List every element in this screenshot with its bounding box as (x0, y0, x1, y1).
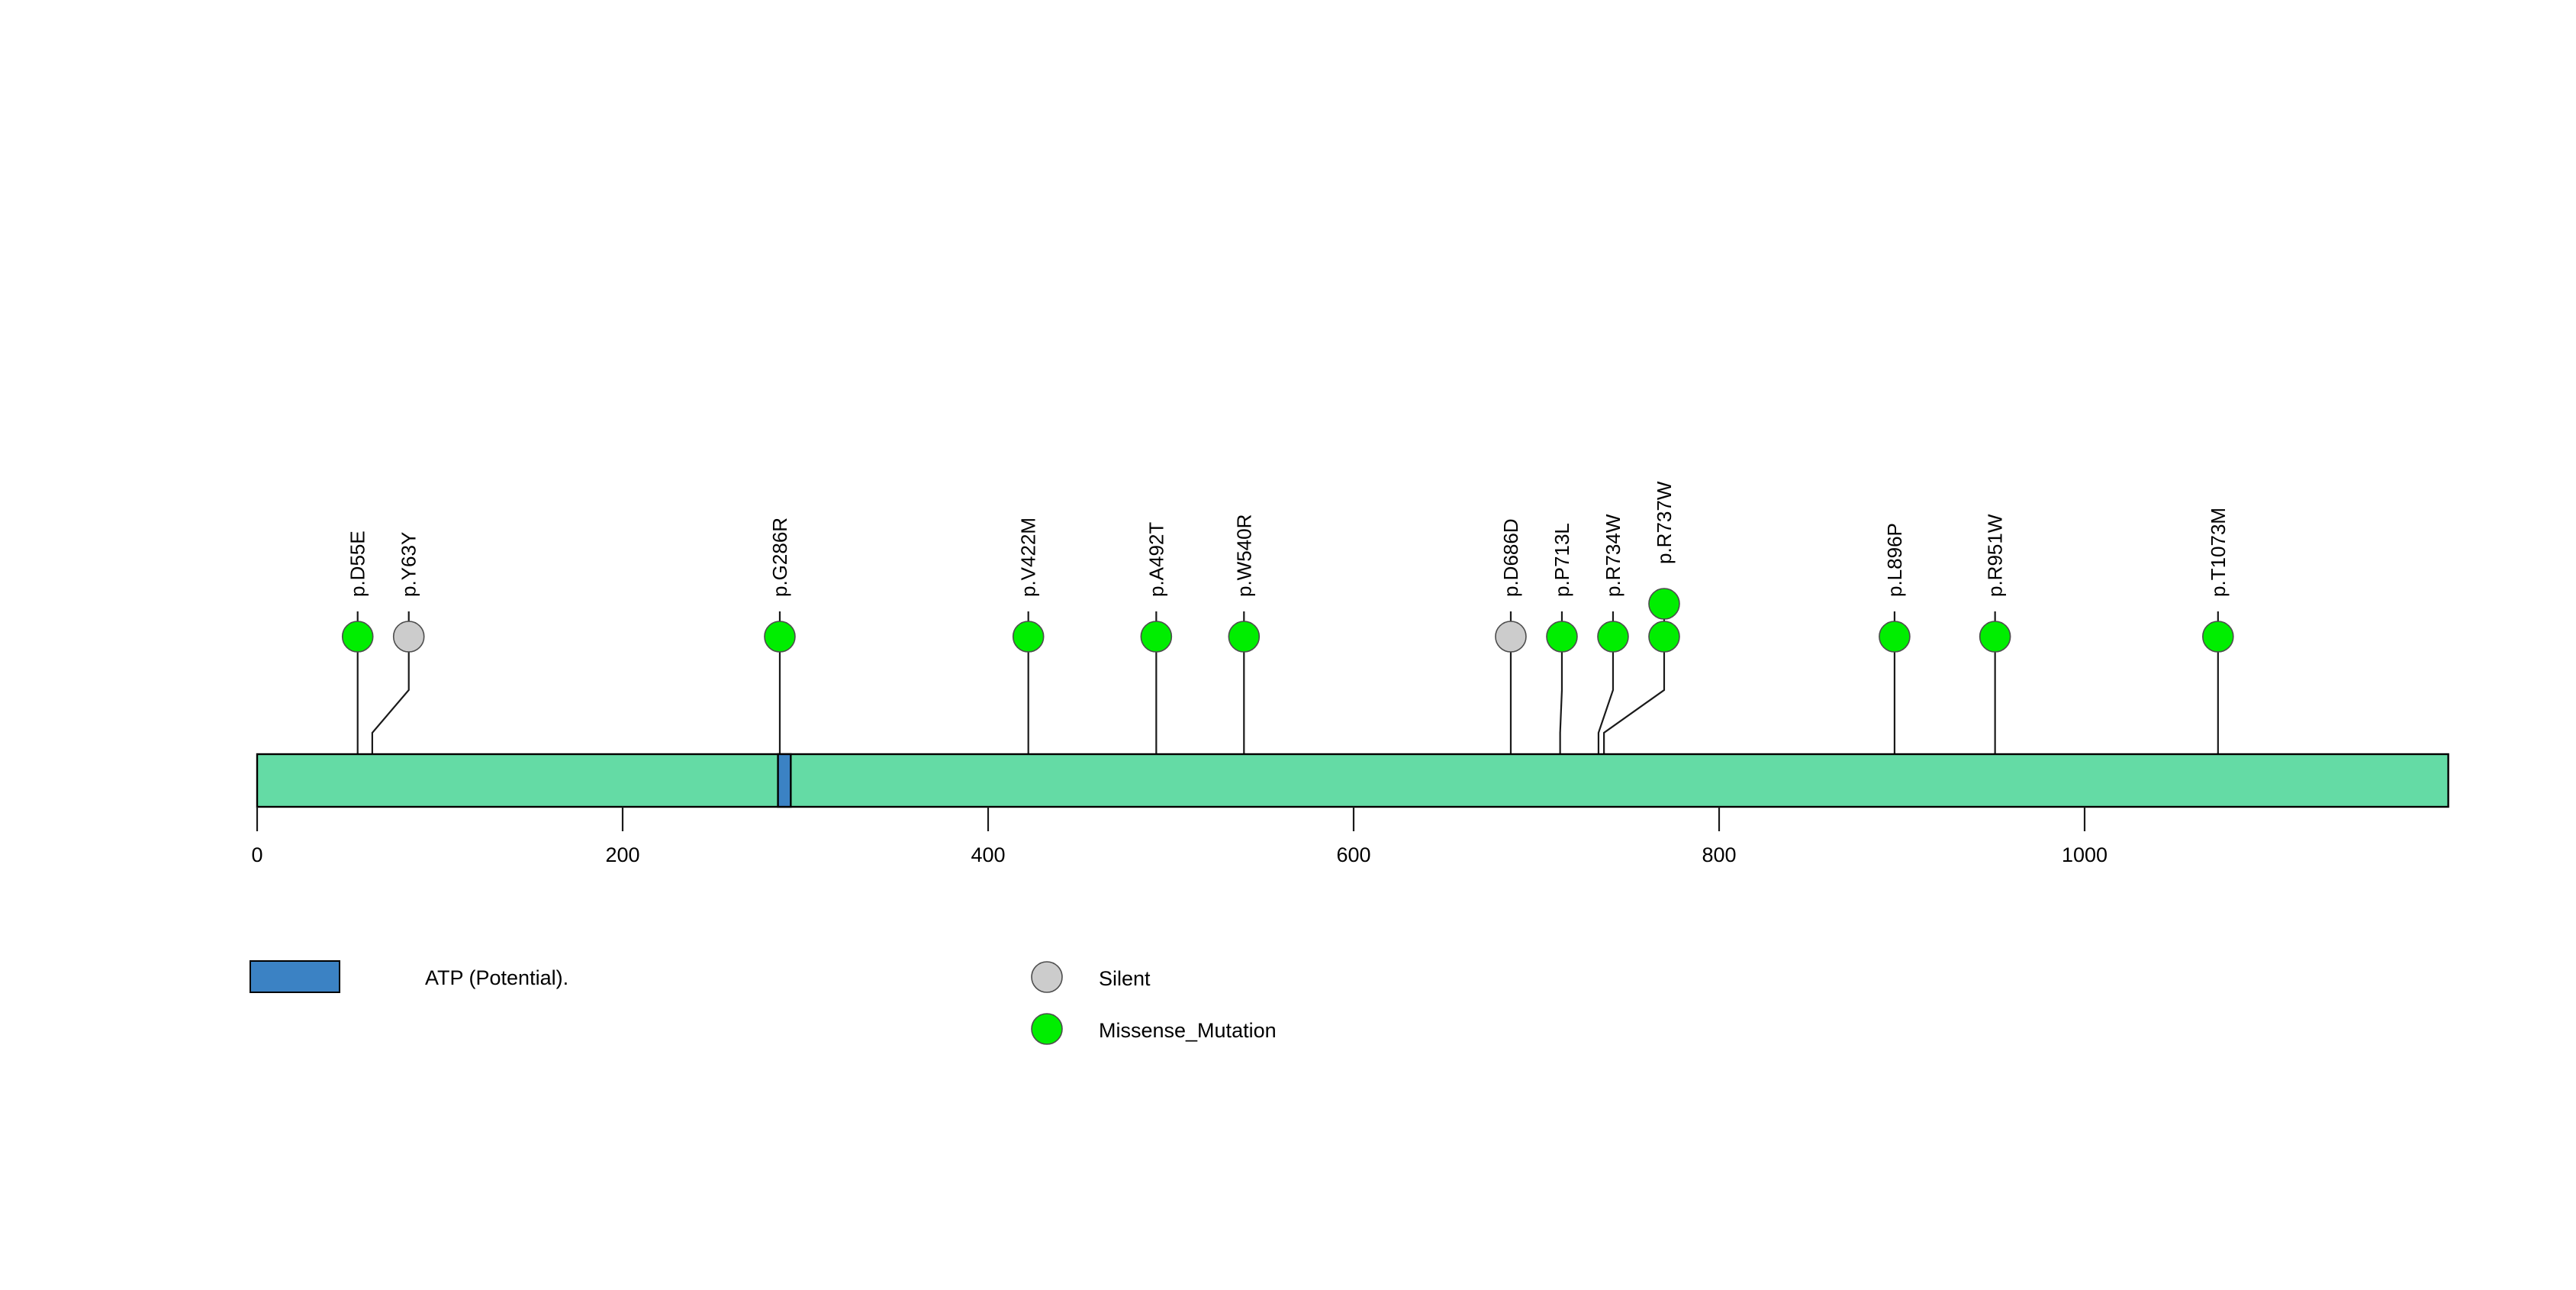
mutation-label: p.R734W (1602, 514, 1624, 597)
legend-label-silent: Silent (1099, 967, 1151, 990)
x-axis-tick-label: 400 (971, 843, 1005, 866)
mutation-label: p.D686D (1499, 518, 1522, 597)
legend-swatch-silent[interactable] (1031, 961, 1063, 993)
protein-domain-atp[interactable] (777, 753, 792, 808)
mutation-label: p.T1073M (2207, 508, 2230, 597)
mutation-node-silent[interactable] (392, 621, 425, 653)
mutation-node-missense_mutation[interactable] (764, 621, 796, 653)
legend-swatch-missense_mutation[interactable] (1031, 1013, 1063, 1045)
x-axis-tick-label: 200 (605, 843, 639, 866)
mutation-node-missense_mutation[interactable] (1879, 621, 1911, 653)
mutation-labels-layer: p.D55E p.Y63Y p.G286R p.V422M p.A492T p.W540R… (346, 481, 2230, 597)
mutation-node-missense_mutation[interactable] (1140, 621, 1173, 653)
protein-domains-layer (777, 753, 792, 808)
protein-backbone (256, 753, 2449, 808)
mutation-label: p.P713L (1550, 523, 1573, 597)
mutation-node-missense_mutation[interactable] (1228, 621, 1261, 653)
mutation-node-missense_mutation[interactable] (2202, 621, 2234, 653)
legend-label-atp-domain: ATP (Potential). (425, 966, 568, 989)
mutation-node-missense_mutation[interactable] (1648, 588, 1680, 620)
mutation-node-missense_mutation[interactable] (1979, 621, 2011, 653)
mutation-node-missense_mutation[interactable] (341, 621, 374, 653)
mutation-label: p.V422M (1017, 518, 1040, 597)
legend-label-missense_mutation: Missense_Mutation (1099, 1019, 1277, 1042)
mutation-label: p.L896P (1883, 523, 1906, 597)
x-axis-layer: 0 200 400 600 800 1000 (251, 807, 2107, 866)
x-axis-tick-label: 1000 (2062, 843, 2107, 866)
protein-track-layer (256, 753, 2449, 808)
mutation-label: p.R951W (1984, 514, 2007, 597)
x-axis-tick-label: 0 (251, 843, 262, 866)
mutation-label: p.W540R (1232, 514, 1255, 597)
legend-swatch-atp-domain[interactable] (250, 960, 340, 993)
mutation-node-missense_mutation[interactable] (1012, 621, 1045, 653)
mutation-node-missense_mutation[interactable] (1546, 621, 1578, 653)
mutation-label: p.D55E (346, 531, 369, 597)
x-axis-tick-label: 600 (1336, 843, 1370, 866)
mutation-label: p.G286R (768, 518, 791, 597)
mutation-node-silent[interactable] (1495, 621, 1527, 653)
mutation-nodes-layer (341, 588, 2234, 653)
mutation-label: p.Y63Y (398, 532, 420, 597)
mutation-label: p.A492T (1145, 522, 1167, 597)
mutation-node-missense_mutation[interactable] (1597, 621, 1629, 653)
mutation-label: p.R737W (1653, 481, 1676, 564)
x-axis-tick-label: 800 (1702, 843, 1736, 866)
mutation-node-missense_mutation[interactable] (1648, 621, 1680, 653)
